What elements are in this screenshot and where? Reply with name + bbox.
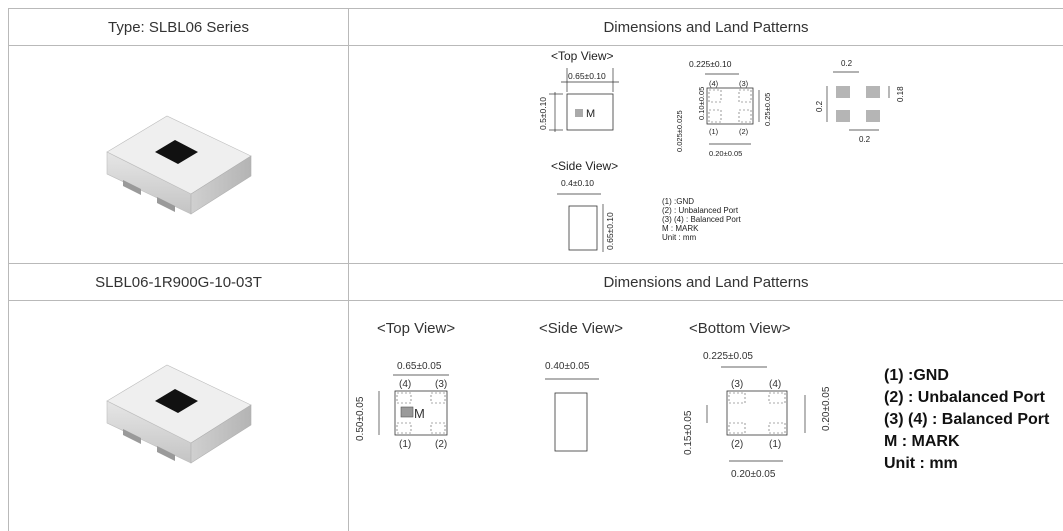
svg-text:0.25±0.05: 0.25±0.05 (763, 93, 772, 126)
svg-text:(1): (1) (399, 439, 411, 450)
svg-text:0.18: 0.18 (896, 86, 905, 102)
svg-text:0.025±0.025: 0.025±0.025 (675, 110, 684, 152)
svg-text:M : MARK: M : MARK (662, 224, 699, 233)
pattern-label-cell-2: Dimensions and Land Patterns (349, 264, 1063, 301)
chip-image (101, 96, 261, 216)
type-label: Type: SLBL06 Series (108, 19, 249, 36)
bottom-view-title: <Bottom View> (689, 320, 791, 337)
dim-height-label: 0.5±0.10 (538, 97, 548, 130)
top-view-title: <Top View> (551, 49, 614, 63)
dimension-drawing-2: <Top View> <Side View> <Bottom View> 0.6… (349, 301, 1063, 531)
svg-text:(2): (2) (435, 439, 447, 450)
dimension-drawing-cell-2: <Top View> <Side View> <Bottom View> 0.6… (349, 301, 1063, 531)
svg-text:0.65±0.10: 0.65±0.10 (605, 212, 615, 250)
part-number-label: SLBL06-1R900G-10-03T (95, 274, 262, 291)
svg-text:0.40±0.05: 0.40±0.05 (545, 361, 590, 372)
svg-text:0.2: 0.2 (815, 100, 824, 112)
svg-text:(1) :GND: (1) :GND (662, 197, 694, 206)
svg-text:(1) :GND: (1) :GND (884, 367, 949, 384)
svg-text:0.20±0.05: 0.20±0.05 (821, 386, 832, 431)
component-image-cell-1 (9, 46, 349, 264)
dimension-drawing-1: <Top View> 0.65±0.10 M 0.5±0.10 (349, 46, 1063, 263)
side-view-title: <Side View> (539, 320, 623, 337)
svg-text:Unit : mm: Unit : mm (884, 455, 958, 472)
pin-legend: (1) :GND (2) : Unbalanced Port (3) (4) :… (884, 367, 1050, 472)
svg-text:0.2: 0.2 (841, 59, 853, 68)
side-view-title: <Side View> (551, 159, 618, 173)
svg-text:M: M (414, 406, 425, 421)
svg-text:0.10±0.05: 0.10±0.05 (697, 87, 706, 120)
svg-text:0.2: 0.2 (859, 135, 871, 144)
svg-text:0.225±0.05: 0.225±0.05 (703, 351, 753, 362)
svg-text:(4): (4) (709, 79, 719, 88)
svg-text:(2) : Unbalanced Port: (2) : Unbalanced Port (662, 206, 739, 215)
dim-width-label: 0.65±0.10 (568, 71, 606, 81)
component-image-cell-2 (9, 301, 349, 531)
svg-text:(2) : Unbalanced Port: (2) : Unbalanced Port (884, 389, 1046, 406)
part-label-cell: SLBL06-1R900G-10-03T (9, 264, 349, 301)
svg-text:(2): (2) (739, 127, 749, 136)
pad-pitch-label: 0.225±0.10 (689, 59, 732, 69)
svg-text:(2): (2) (731, 439, 743, 450)
pattern-label: Dimensions and Land Patterns (603, 274, 808, 291)
svg-text:(3): (3) (435, 379, 447, 390)
svg-text:0.4±0.10: 0.4±0.10 (561, 178, 594, 188)
pattern-label-cell-1: Dimensions and Land Patterns (349, 9, 1063, 46)
spec-table: Type: SLBL06 Series Dimensions and Land … (8, 8, 1063, 531)
type-label-cell: Type: SLBL06 Series (9, 9, 349, 46)
svg-text:(3) (4) : Balanced Port: (3) (4) : Balanced Port (884, 411, 1050, 428)
mark-letter: M (586, 108, 595, 120)
pin-legend: (1) :GND (2) : Unbalanced Port (3) (4) :… (662, 197, 741, 242)
svg-text:(3): (3) (731, 379, 743, 390)
svg-text:0.20±0.05: 0.20±0.05 (709, 149, 742, 158)
pattern-label: Dimensions and Land Patterns (603, 19, 808, 36)
svg-text:0.15±0.05: 0.15±0.05 (683, 410, 694, 455)
mark-square (575, 109, 583, 117)
svg-text:(1): (1) (709, 127, 719, 136)
svg-text:0.65±0.05: 0.65±0.05 (397, 361, 442, 372)
svg-text:0.50±0.05: 0.50±0.05 (355, 396, 366, 441)
svg-text:0.20±0.05: 0.20±0.05 (731, 469, 776, 480)
dimension-drawing-cell-1: <Top View> 0.65±0.10 M 0.5±0.10 (349, 46, 1063, 264)
svg-text:(4): (4) (399, 379, 411, 390)
chip-image (101, 345, 261, 465)
svg-text:(1): (1) (769, 439, 781, 450)
svg-text:M : MARK: M : MARK (884, 433, 960, 450)
svg-text:(4): (4) (769, 379, 781, 390)
svg-text:Unit : mm: Unit : mm (662, 233, 697, 242)
svg-text:(3) (4) : Balanced Port: (3) (4) : Balanced Port (662, 215, 741, 224)
svg-text:(3): (3) (739, 79, 749, 88)
top-view-title: <Top View> (377, 320, 455, 337)
side-view-body (569, 206, 597, 250)
